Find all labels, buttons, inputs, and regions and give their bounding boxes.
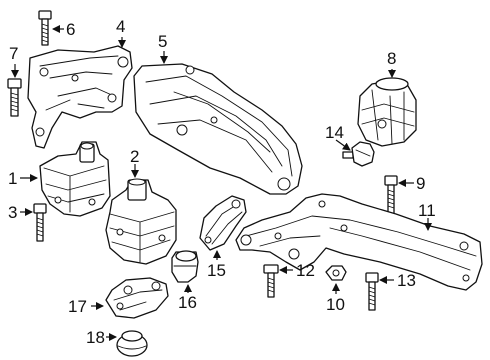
part-3-bolt bbox=[33, 203, 47, 242]
part-11-crossmember bbox=[235, 193, 483, 291]
callout-4: 4 bbox=[116, 17, 125, 36]
callout-2: 2 bbox=[130, 147, 139, 166]
part-8-transmission-mount bbox=[357, 77, 417, 147]
callout-17: 17 bbox=[68, 297, 87, 316]
part-12-bolt bbox=[263, 264, 279, 298]
part-2-engine-mount bbox=[105, 178, 177, 265]
callout-15: 15 bbox=[207, 261, 226, 280]
callout-11: 11 bbox=[418, 201, 436, 220]
part-13-bolt bbox=[365, 272, 379, 311]
callout-6: 6 bbox=[66, 20, 75, 39]
part-6-bolt bbox=[38, 10, 52, 46]
callout-9: 9 bbox=[416, 174, 425, 193]
callout-12: 12 bbox=[296, 261, 315, 280]
callout-16: 16 bbox=[178, 293, 197, 312]
callout-13: 13 bbox=[397, 271, 416, 290]
callout-8: 8 bbox=[387, 49, 396, 68]
part-10-nut bbox=[325, 265, 347, 281]
part-16-bump-stop bbox=[171, 250, 199, 283]
part-18-rubber-mount bbox=[116, 330, 148, 357]
callout-1: 1 bbox=[8, 169, 17, 188]
callout-5: 5 bbox=[158, 32, 167, 51]
part-1-engine-mount bbox=[39, 141, 111, 217]
callout-7: 7 bbox=[9, 44, 18, 63]
callout-numbers: 6 4 5 7 8 14 2 1 9 3 11 15 12 13 10 16 1… bbox=[8, 17, 436, 347]
part-5-plate bbox=[133, 63, 303, 195]
callout-3: 3 bbox=[8, 203, 17, 222]
callout-10: 10 bbox=[326, 295, 345, 314]
callout-18: 18 bbox=[86, 328, 105, 347]
part-14-mount bbox=[342, 141, 375, 167]
part-17-bracket bbox=[105, 277, 169, 319]
part-15-bracket bbox=[199, 195, 247, 251]
part-7-bolt bbox=[7, 78, 22, 117]
leader-lines bbox=[11, 25, 432, 341]
part-4-bracket bbox=[27, 45, 133, 149]
callout-14: 14 bbox=[325, 123, 344, 142]
part-9-bolt bbox=[384, 175, 398, 216]
